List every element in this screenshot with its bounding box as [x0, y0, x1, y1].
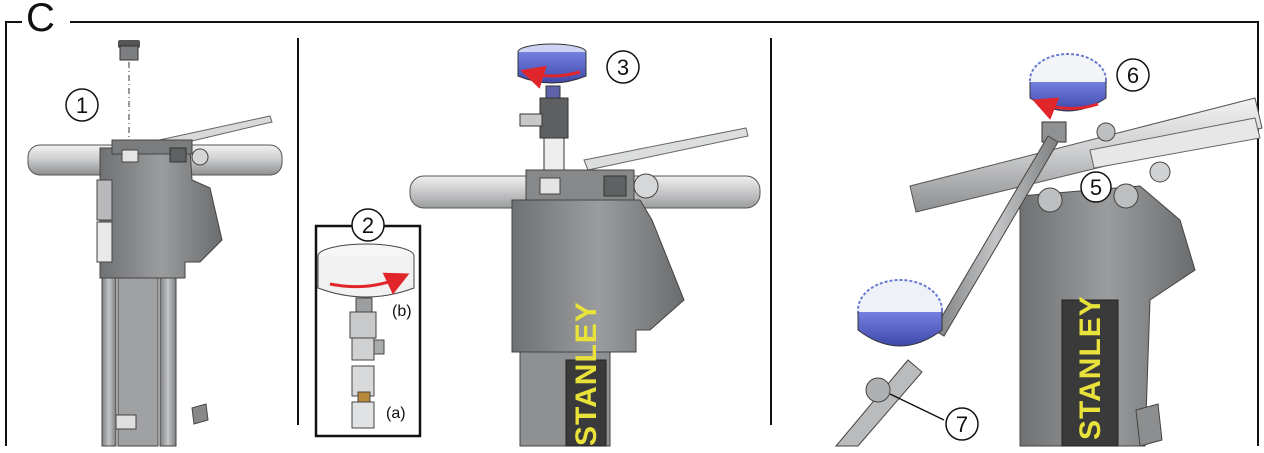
handle-bar-3	[909, 97, 1263, 213]
panel-2: 3 STANLEY	[409, 43, 761, 447]
callout-7-circle	[945, 407, 979, 441]
hose-rod	[933, 135, 1059, 337]
brand-plate-3	[1061, 299, 1119, 447]
callout-6-circle	[1116, 58, 1150, 92]
callout-2-label: 2	[362, 213, 374, 238]
leg-left	[101, 277, 117, 447]
callout-6-label: 6	[1127, 63, 1139, 88]
outer-frame	[5, 21, 1259, 446]
callout-2-circle	[351, 208, 385, 242]
sub-label-a: (a)	[386, 405, 406, 422]
inset-2: 2 (b) (a)	[314, 208, 422, 438]
callout-1-label: 1	[76, 93, 88, 118]
callout-5-label: 5	[1090, 175, 1102, 200]
brand-text-3: STANLEY	[1074, 295, 1107, 440]
rotate-arrow-left	[520, 65, 581, 89]
callout-1-circle	[65, 88, 99, 122]
gauge-blue	[517, 52, 587, 84]
rotate-arrow-right	[329, 272, 410, 295]
brand-text-2: STANLEY	[570, 301, 603, 446]
sub-label-b: (b)	[392, 303, 412, 320]
brand-plate-2	[565, 359, 607, 447]
panel-1: 1	[27, 40, 283, 447]
panel-letter: C	[22, 0, 59, 42]
callout-5-circle	[1080, 171, 1112, 203]
leg-right	[159, 277, 177, 447]
label-plate	[96, 179, 113, 221]
cap-part	[118, 40, 140, 61]
callout-7-label: 7	[956, 412, 968, 437]
callout-3-circle	[606, 50, 640, 84]
callout-3-label: 3	[617, 55, 629, 80]
rotate-arrow-3	[1032, 97, 1099, 120]
leader-7	[889, 393, 945, 421]
panel-3: STANLEY 5 6 7	[834, 53, 1263, 447]
